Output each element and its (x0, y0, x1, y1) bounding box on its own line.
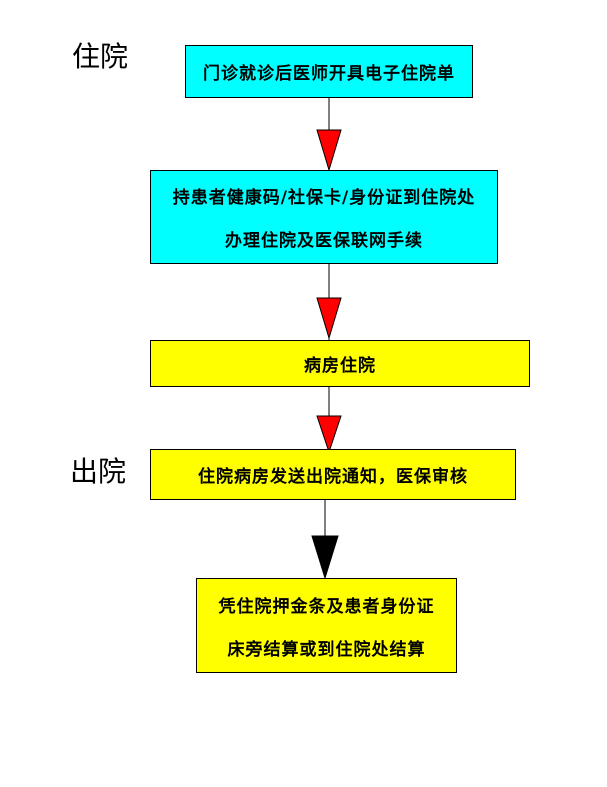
node-text: 凭住院押金条及患者身份证 (218, 596, 435, 617)
node-text: 病房住院 (304, 356, 376, 376)
node-text: 住院病房发送出院通知，医保审核 (198, 467, 468, 487)
node-settlement: 凭住院押金条及患者身份证 床旁结算或到住院处结算 (196, 578, 457, 673)
node-text: 门诊就诊后医师开具电子住院单 (203, 64, 455, 84)
arrowhead-4 (311, 535, 339, 580)
node-discharge-notice: 住院病房发送出院通知，医保审核 (150, 449, 516, 500)
node-text: 持患者健康码/社保卡/身份证到住院处 (172, 188, 476, 208)
arrowhead-2 (316, 297, 342, 340)
section-label-discharge: 出院 (70, 455, 127, 488)
arrowhead-3 (316, 415, 342, 454)
node-outpatient-order: 门诊就诊后医师开具电子住院单 (185, 45, 473, 98)
node-ward-admission: 病房住院 (150, 340, 530, 387)
node-admission-office: 持患者健康码/社保卡/身份证到住院处 办理住院及医保联网手续 (150, 170, 498, 264)
section-label-admission: 住院 (72, 40, 129, 73)
arrowhead-1 (316, 129, 342, 172)
node-text: 办理住院及医保联网手续 (225, 231, 423, 251)
node-text: 床旁结算或到住院处结算 (227, 639, 426, 660)
